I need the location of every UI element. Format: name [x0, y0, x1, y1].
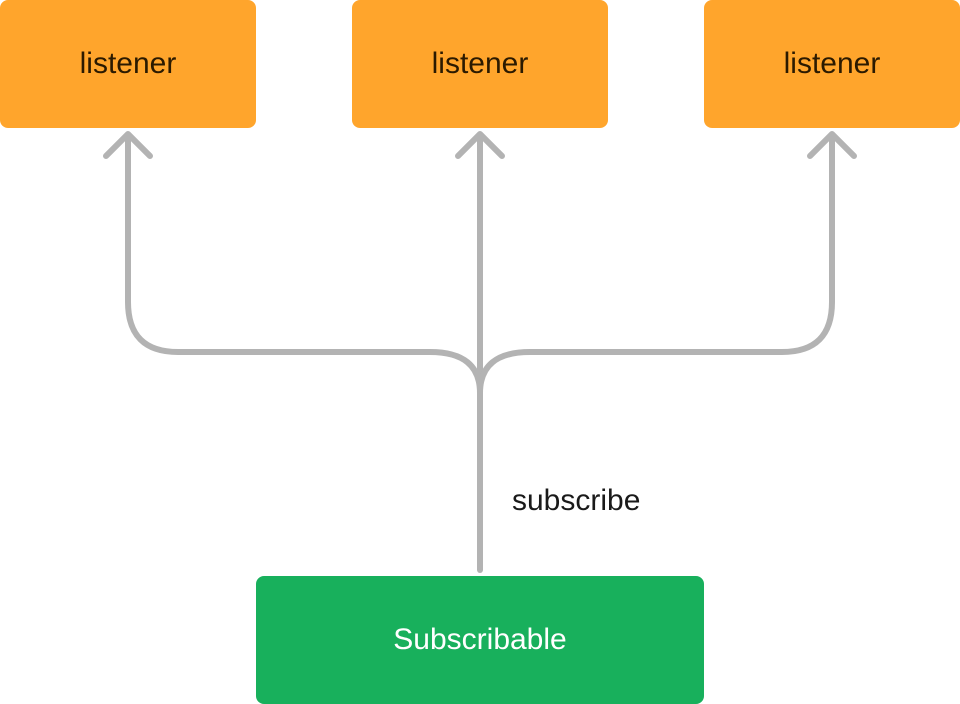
listener-label-3: listener	[783, 47, 881, 80]
arrowhead-left-icon	[103, 131, 153, 159]
subscribe-edge-label: subscribe	[512, 484, 641, 517]
subscribable-label: Subscribable	[393, 623, 567, 656]
listener-node-2: listener	[352, 0, 608, 128]
listener-node-1: listener	[0, 0, 256, 128]
subscribable-node: Subscribable	[256, 576, 704, 704]
branch-right-line	[477, 137, 835, 396]
listener-node-3: listener	[704, 0, 960, 128]
listener-label-2: listener	[431, 47, 529, 80]
arrowhead-right-icon	[807, 131, 857, 159]
branch-left-line	[125, 137, 483, 396]
listener-label-1: listener	[79, 47, 177, 80]
arrowhead-center-icon	[455, 131, 505, 159]
